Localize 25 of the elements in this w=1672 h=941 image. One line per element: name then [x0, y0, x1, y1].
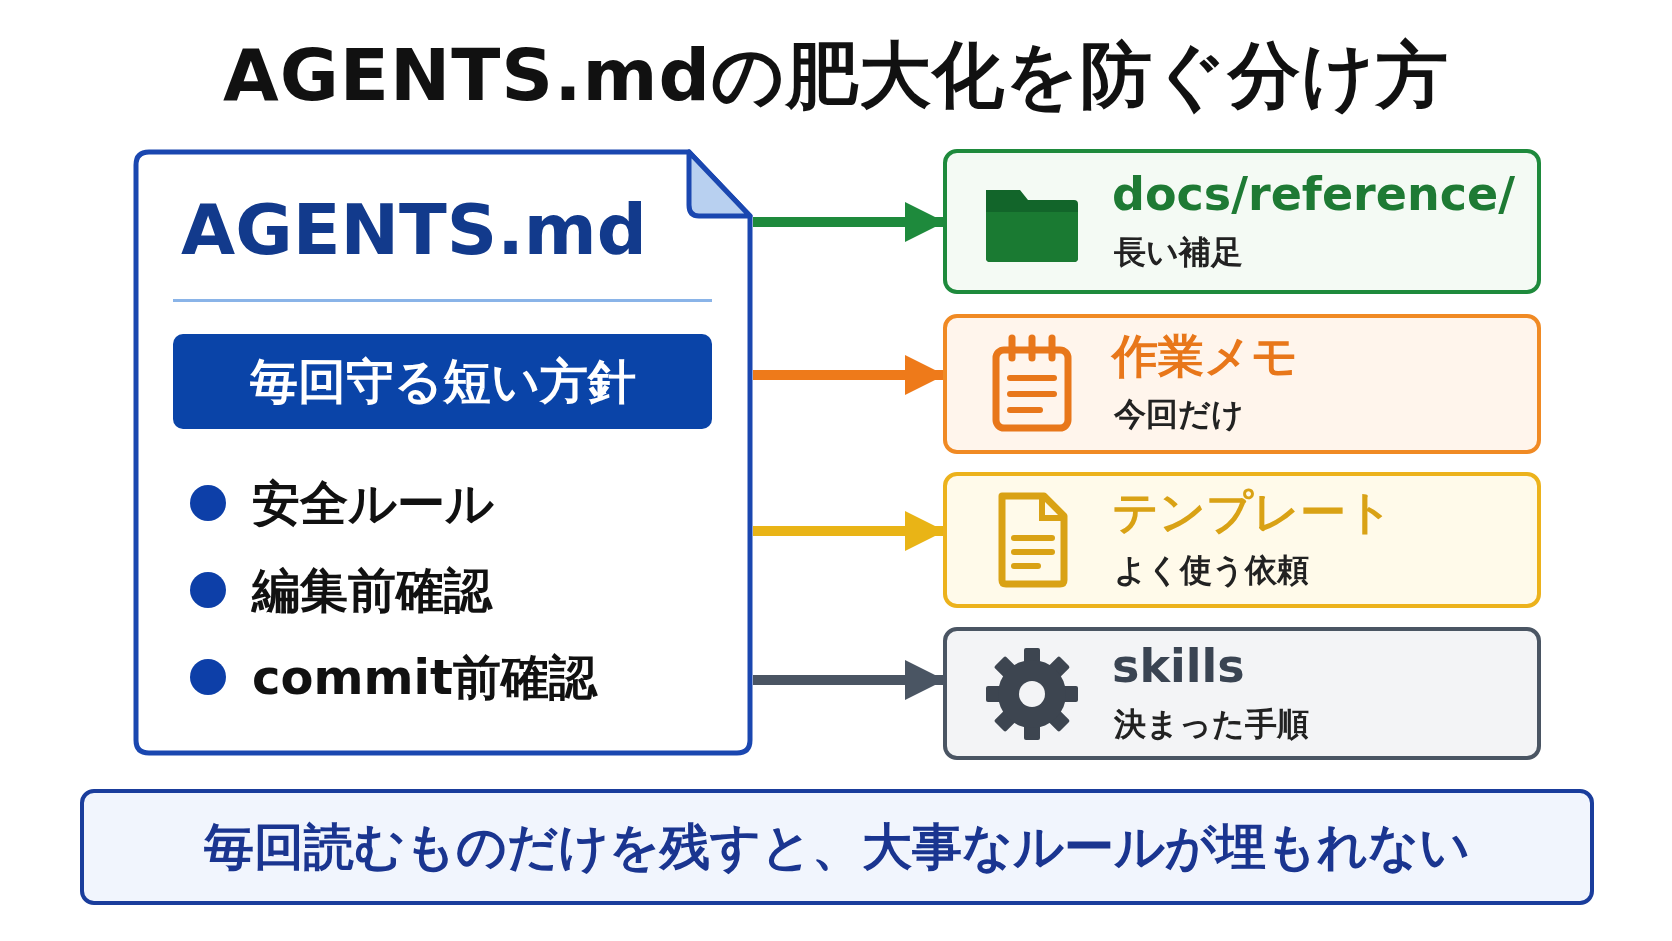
- banner-text: 毎回守る短い方針: [248, 352, 637, 411]
- arrow: [753, 511, 945, 551]
- arrow: [753, 202, 945, 242]
- card-subtitle: 長い補足: [1114, 231, 1243, 273]
- summary-box: [80, 789, 1594, 905]
- card-title: docs/reference/: [1112, 165, 1515, 223]
- title: AGENTS.mdの肥大化を防ぐ分け方: [221, 32, 1451, 119]
- arrow: [753, 355, 945, 395]
- card-title: skills: [1112, 637, 1245, 695]
- category-card: [943, 149, 1541, 294]
- bullet-text: commit前確認: [252, 648, 597, 707]
- arrow: [753, 660, 945, 700]
- bullet-text: 編集前確認: [252, 561, 492, 620]
- summary-text: 毎回読むものだけを残すと、大事なルールが埋もれない: [203, 817, 1471, 878]
- document-title: AGENTS.md: [181, 189, 647, 271]
- bullet-text: 安全ルール: [252, 474, 494, 533]
- category-card: [943, 627, 1541, 760]
- category-card: [943, 314, 1541, 454]
- category-card: [943, 472, 1541, 608]
- card-subtitle: 今回だけ: [1114, 394, 1244, 435]
- card-subtitle: 決まった手順: [1114, 703, 1309, 745]
- card-title: 作業メモ: [1112, 328, 1298, 385]
- heading-banner: [173, 334, 712, 429]
- card-subtitle: よく使う依頼: [1114, 550, 1309, 591]
- card-title: テンプレート: [1112, 484, 1393, 541]
